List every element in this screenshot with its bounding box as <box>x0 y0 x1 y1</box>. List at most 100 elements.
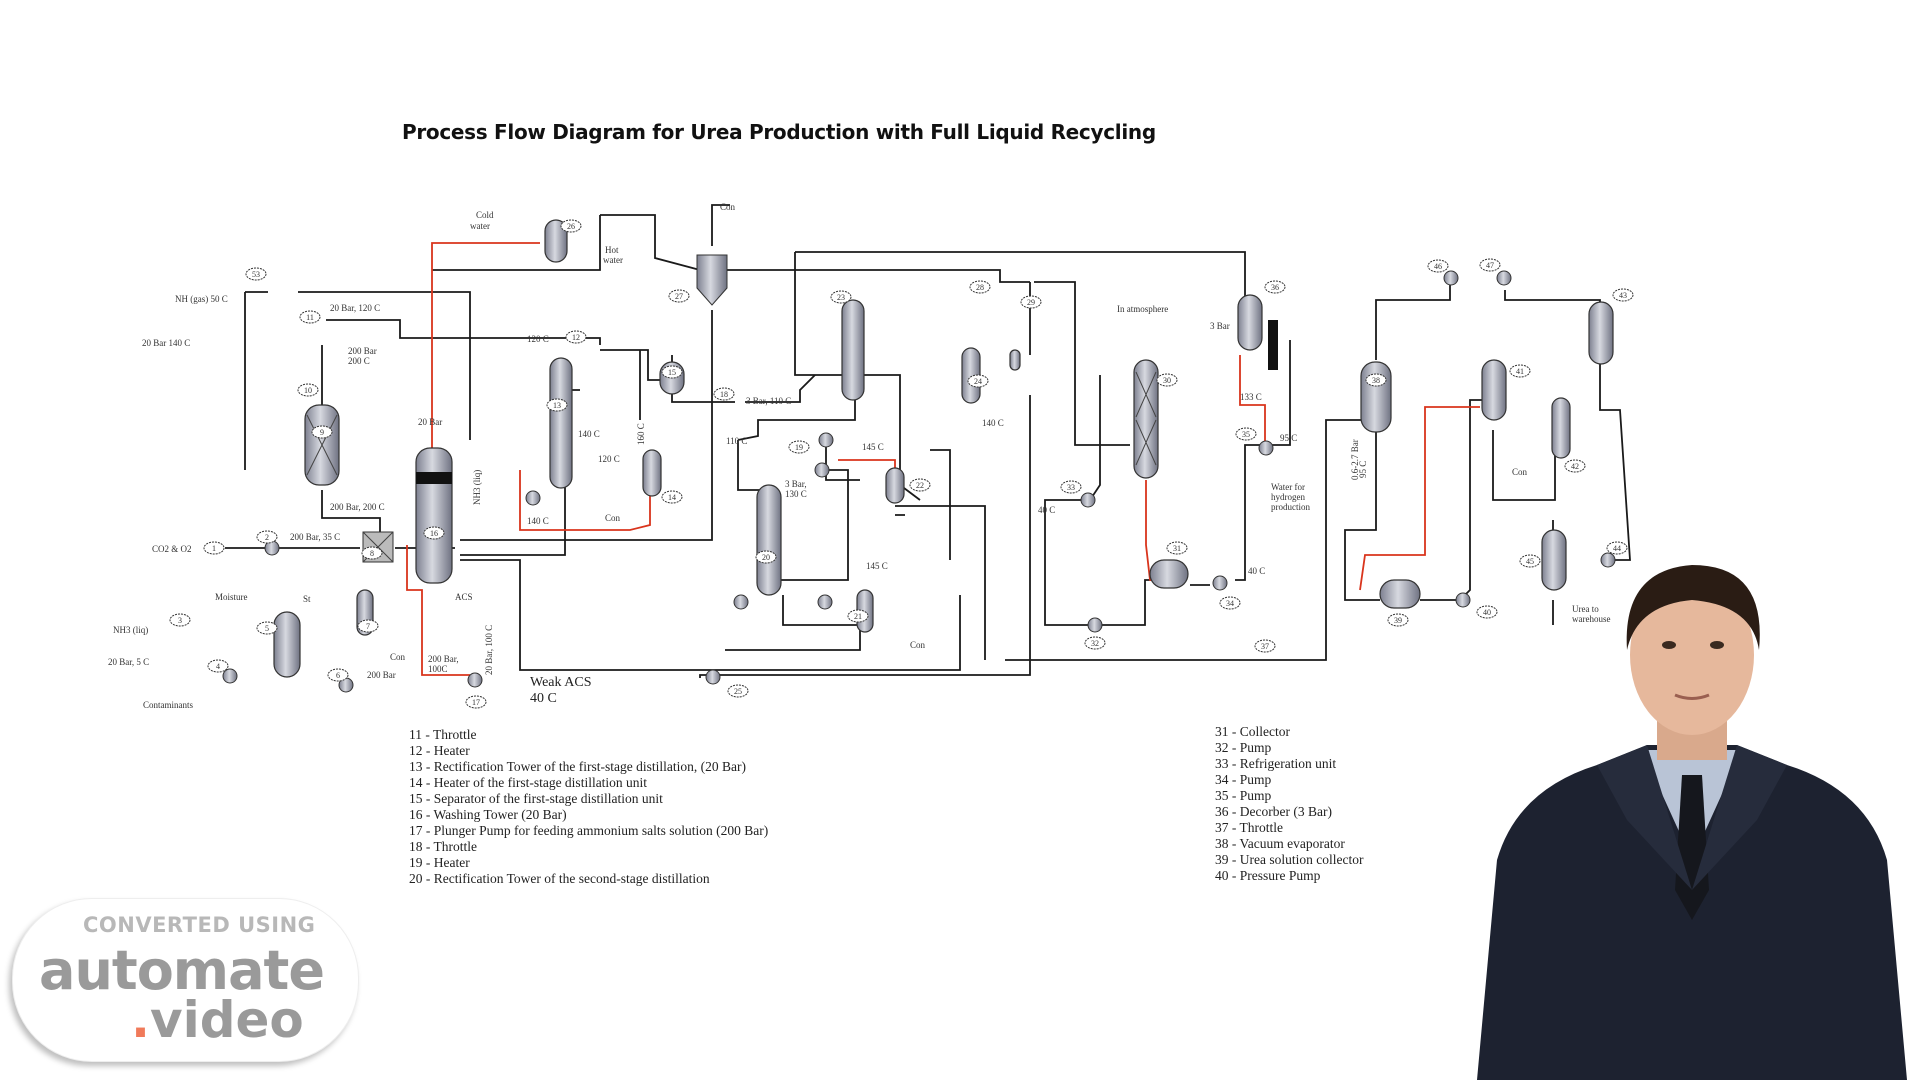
lapel-right <box>1692 745 1787 890</box>
equipment-layer <box>222 219 1616 693</box>
stream-label: 160 C <box>636 423 646 445</box>
legend-item: 38 - Vacuum evaporator <box>1215 836 1345 851</box>
equipment-tag: 1 <box>203 541 225 555</box>
watermark-line3: .video <box>131 991 304 1049</box>
equipment-tag: 43 <box>1612 288 1634 302</box>
stream-label: 120 C <box>527 334 549 344</box>
pipe-line <box>671 355 816 403</box>
equipment-tag: 53 <box>245 267 267 281</box>
pipe-line <box>1492 360 1631 561</box>
svg-text:17: 17 <box>472 698 480 707</box>
pipe-line <box>1190 340 1291 586</box>
weak-acs-label: Weak ACS <box>530 675 591 690</box>
svg-text:2: 2 <box>265 533 269 542</box>
svg-text:47: 47 <box>1486 261 1494 270</box>
watermark-dot: . <box>131 991 150 1049</box>
watermark-video: video <box>150 991 304 1049</box>
svg-text:41: 41 <box>1516 367 1524 376</box>
svg-text:27: 27 <box>675 292 683 301</box>
legend-item: 37 - Throttle <box>1215 820 1283 835</box>
svg-text:44: 44 <box>1613 544 1621 553</box>
stream-label: 145 C <box>862 442 884 452</box>
equipment-tag: 20 <box>755 550 777 564</box>
equipment-tag: 21 <box>847 609 869 623</box>
svg-text:6: 6 <box>336 671 340 680</box>
equipment-tag: 13 <box>546 398 568 412</box>
hot-pipe-line <box>519 470 651 531</box>
pump <box>1258 440 1274 456</box>
equipment-tag: 2 <box>256 530 278 544</box>
equipment-tag: 25 <box>727 684 749 698</box>
stream-label: Con <box>390 652 406 662</box>
vent-stack <box>1009 349 1021 371</box>
equipment-tag: 24 <box>967 374 989 388</box>
face <box>1630 575 1754 735</box>
equipment-tag: 35 <box>1235 427 1257 441</box>
pump <box>814 462 830 478</box>
stream-label: 200 Bar <box>348 346 377 356</box>
column-23 <box>841 299 865 401</box>
svg-text:4: 4 <box>216 662 220 671</box>
equipment-tag: 15 <box>661 365 683 379</box>
tie <box>1675 775 1709 920</box>
hot-pipe-line <box>431 242 540 450</box>
pipe-line <box>714 251 1246 376</box>
svg-text:9: 9 <box>320 428 324 437</box>
pump <box>817 594 833 610</box>
equipment-tag: 30 <box>1156 373 1178 387</box>
stream-label: 200 Bar, 200 C <box>330 502 385 512</box>
stream-label: 3 Bar, 110 C <box>746 396 791 406</box>
stream-label: Moisture <box>215 592 248 602</box>
stream-label: NH3 (liq) <box>472 470 482 505</box>
svg-text:33: 33 <box>1067 483 1075 492</box>
pump <box>705 669 721 685</box>
pump <box>1080 492 1096 508</box>
stream-label: 140 C <box>982 418 1004 428</box>
equipment-tag: 36 <box>1264 280 1286 294</box>
svg-text:25: 25 <box>734 687 742 696</box>
hair <box>1626 565 1760 650</box>
stream-label: 133 C <box>1240 392 1262 402</box>
pipe-line <box>1034 281 1170 626</box>
heater-42 <box>1551 397 1571 459</box>
svg-text:1: 1 <box>212 544 216 553</box>
stream-label: water <box>470 221 490 231</box>
lapel-left <box>1597 745 1692 890</box>
svg-text:45: 45 <box>1526 557 1534 566</box>
svg-text:3: 3 <box>178 616 182 625</box>
legend-item: 17 - Plunger Pump for feeding ammonium s… <box>409 823 769 838</box>
page-title: Process Flow Diagram for Urea Production… <box>402 120 1156 144</box>
stream-label: Con <box>910 640 926 650</box>
hot-pipe-line <box>1359 406 1480 591</box>
washing-tower-16 <box>415 447 453 584</box>
stream-label: 200 Bar, <box>428 654 459 664</box>
svg-text:5: 5 <box>265 624 269 633</box>
urea-collector-39 <box>1379 579 1421 609</box>
stream-label: ACS <box>455 592 473 602</box>
equipment-tag: 42 <box>1564 459 1586 473</box>
pump <box>1496 270 1512 286</box>
decorber-36 <box>1237 294 1263 351</box>
heater-14 <box>642 449 662 497</box>
svg-text:38: 38 <box>1372 376 1380 385</box>
legend-item: 31 - Collector <box>1215 724 1290 739</box>
pump <box>1443 270 1459 286</box>
rectification-tower-13 <box>549 357 573 489</box>
svg-text:37: 37 <box>1261 642 1269 651</box>
stream-label: Urea to <box>1572 604 1599 614</box>
svg-text:35: 35 <box>1242 430 1250 439</box>
collector-31 <box>1149 559 1189 589</box>
legend-item: 36 - Decorber (3 Bar) <box>1215 804 1332 819</box>
equipment-tag: 23 <box>830 290 852 304</box>
legend-item: 16 - Washing Tower (20 Bar) <box>409 807 567 822</box>
stream-label: 200 C <box>348 356 370 366</box>
pipe-line <box>895 449 986 660</box>
stream-label: 120 C <box>598 454 620 464</box>
svg-text:10: 10 <box>304 386 312 395</box>
stream-label: 110 C <box>726 436 747 446</box>
stream-label: 140 C <box>578 429 600 439</box>
pipe-line <box>737 350 856 581</box>
stream-label: Con <box>605 513 621 523</box>
stream-label: 0.6-2.7 Bar <box>1350 439 1360 480</box>
